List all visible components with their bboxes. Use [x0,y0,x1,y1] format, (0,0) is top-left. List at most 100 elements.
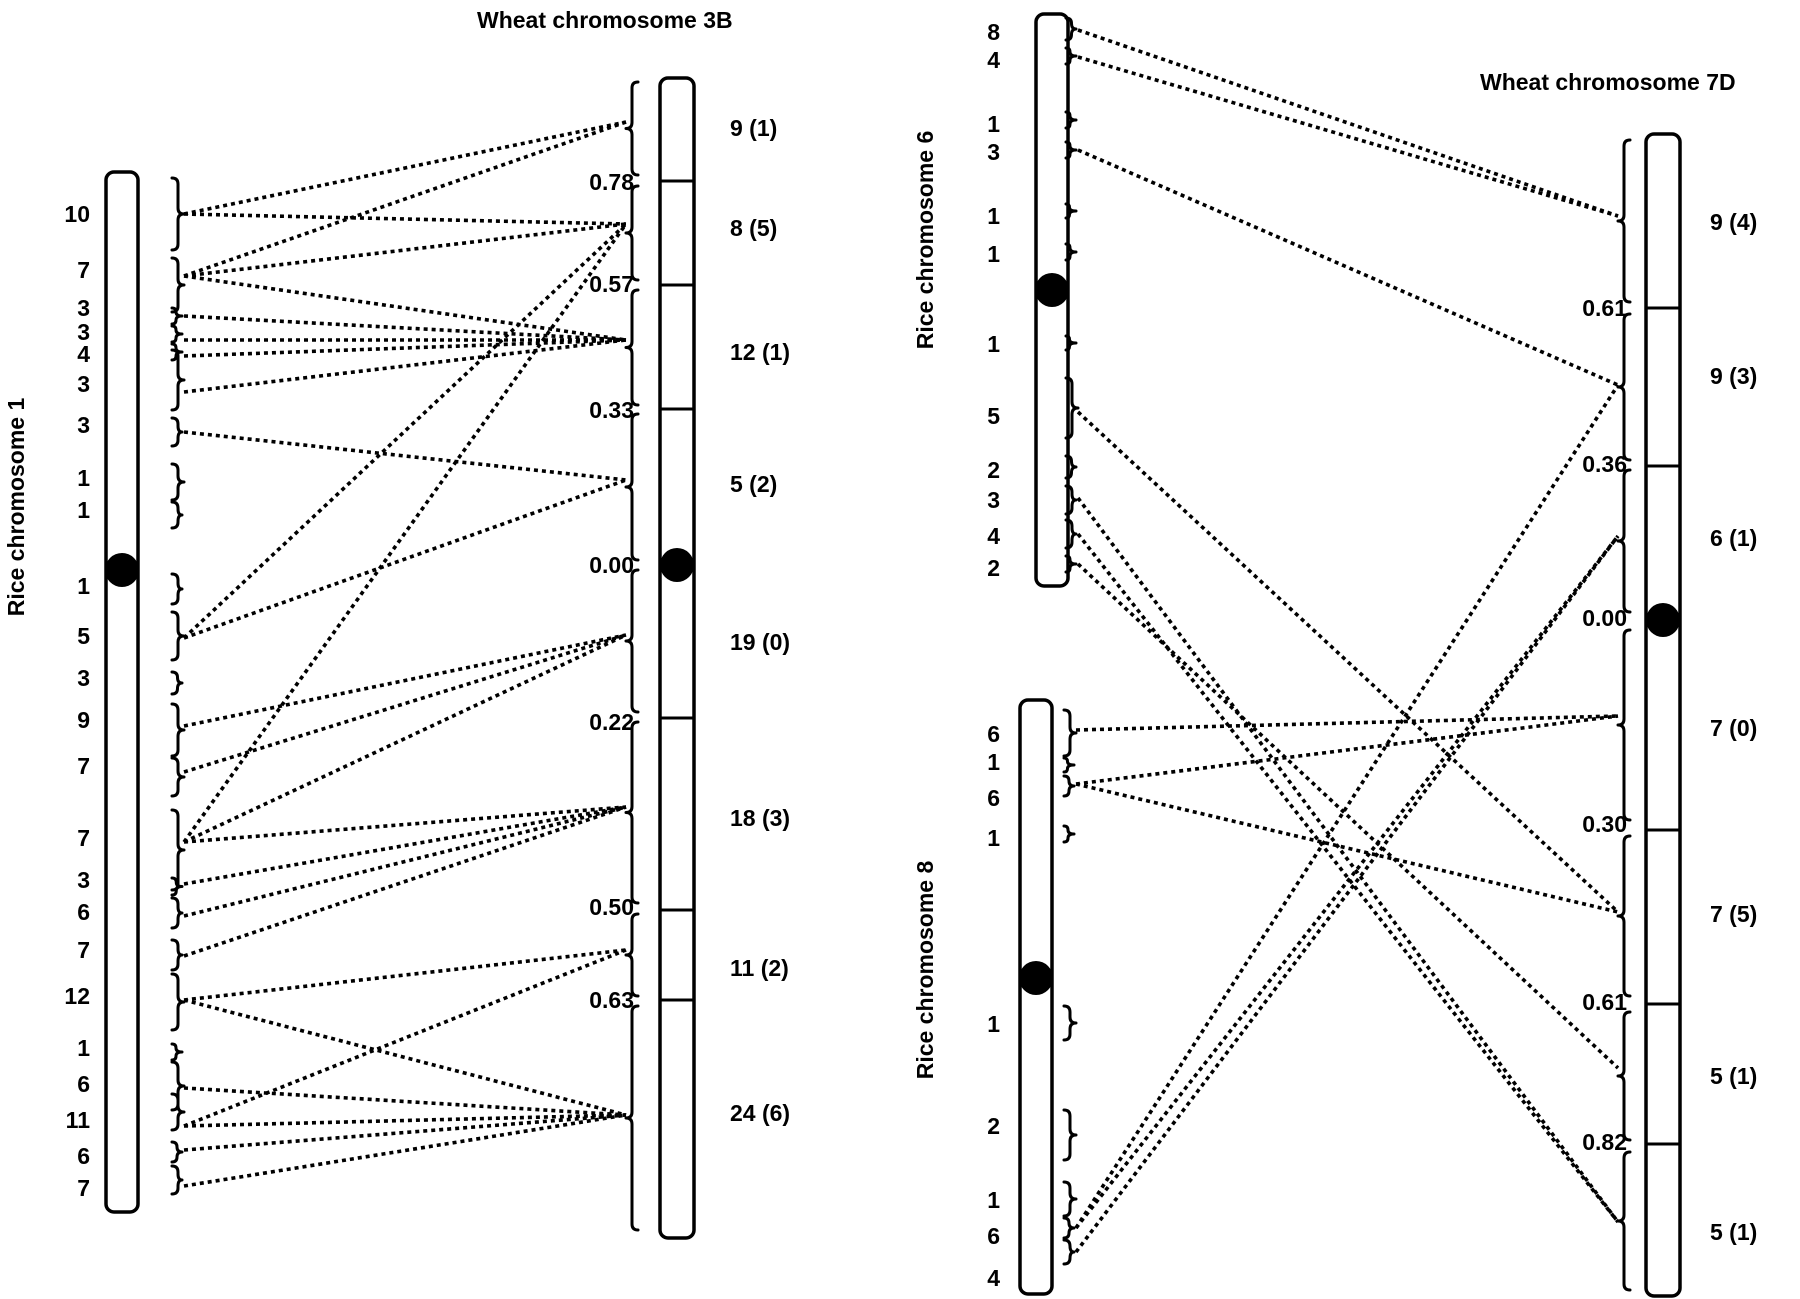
gene-count-label: 7 [77,937,90,963]
gene-count-label: 3 [77,665,90,691]
gene-count-label: 6 [77,899,90,925]
gene-count-label: 3 [77,867,90,893]
chromosome-bar [104,170,140,1214]
gene-group-brace [170,972,186,1032]
synteny-link [1077,28,1619,218]
gene-group-brace [1064,376,1080,440]
bin-gene-count-label: 5 (2) [730,471,777,497]
gene-count-label: 3 [77,295,90,321]
gene-count-label: 2 [987,457,1000,483]
gene-count-label: 11 [66,1107,91,1133]
breakpoint-fraction-label: 0.61 [1582,295,1627,321]
synteny-link [183,338,627,358]
deletion-bin-brace [1616,312,1632,462]
gene-count-label: 7 [77,825,90,851]
synteny-link [1076,562,1620,1070]
bin-gene-count-label: 9 (3) [1710,363,1757,389]
gene-group-brace [170,876,184,897]
deletion-bin-brace [1616,1150,1632,1292]
rice-chromosome-8-title: Rice chromosome 8 [912,861,938,1080]
bin-gene-count-label: 7 (0) [1710,715,1757,741]
gene-group-brace [1062,1238,1076,1266]
centromere-dot [105,553,139,587]
synteny-link [183,314,627,342]
deletion-bin-brace [624,912,640,998]
gene-count-label: 7 [77,1175,90,1201]
synteny-link [183,1086,627,1117]
bin-gene-count-label: 7 (5) [1710,901,1757,927]
gene-count-label: 1 [987,241,1000,267]
synteny-link [1075,782,1619,914]
labels: Rice chromosome 1 Wheat chromosome 3B Ri… [3,7,1736,1079]
gene-group-brace [1062,824,1076,844]
gene-group-brace [170,416,184,448]
bin-gene-count-label: 9 (4) [1710,209,1757,235]
bin-gene-count-label: 6 (1) [1710,525,1757,551]
deletion-bin-brace [624,1004,640,1232]
deletion-bin-brace [624,288,640,407]
gene-count-label: 7 [77,257,90,283]
gene-group-brace [170,342,184,362]
gene-group-brace [170,176,186,252]
synteny-link [183,948,627,1128]
breakpoint-fraction-label: 0.36 [1582,451,1627,477]
chromosome-bar [1018,698,1054,1296]
gene-group-brace [1064,242,1078,262]
synteny-link [1076,410,1620,914]
synteny-link [1075,714,1619,732]
bin-gene-count-label: 11 (2) [730,955,789,981]
gene-count-label: 6 [77,1143,90,1169]
breakpoint-fraction-label: 0.30 [1582,811,1627,837]
bin-gene-count-label: 5 (1) [1710,1219,1757,1245]
bin-gene-count-label: 9 (1) [730,115,777,141]
synteny-link [183,430,627,482]
gene-group-brace [1062,756,1076,774]
gene-group-brace [1062,1004,1078,1042]
gene-group-brace [170,938,184,972]
gene-count-label: 3 [77,371,90,397]
gene-count-label: 1 [987,331,1000,357]
breakpoint-fraction-label: 0.00 [1582,605,1627,631]
synteny-link [1076,496,1620,1224]
wheat-chromosome-3b-title: Wheat chromosome 3B [477,7,733,33]
breakpoint-fraction-label: 0.00 [589,552,634,578]
gene-group-brace [1064,484,1078,516]
gene-count-label: 6 [77,1071,90,1097]
deletion-bin-brace [624,412,640,562]
centromere-dot [1646,603,1680,637]
gene-group-brace [170,756,186,798]
rice-chromosome-1-title: Rice chromosome 1 [3,398,29,617]
synteny-link [183,805,627,886]
breakpoint-fraction-label: 0.82 [1582,1129,1627,1155]
gene-count-label: 10 [64,201,90,227]
gene-count-label: 8 [987,19,1000,45]
deletion-bin-brace [1616,468,1632,614]
gene-count-label: 1 [987,1187,1000,1213]
gene-count-label: 4 [987,1265,1000,1291]
gene-group-brace [1064,518,1078,550]
synteny-link [183,805,627,844]
gene-group-brace [1062,1180,1078,1218]
gene-count-label: 5 [77,623,90,649]
gene-group-brace [1064,16,1078,42]
synteny-link [183,633,627,844]
gene-count-label: 1 [987,1011,1000,1037]
gene-group-brace [170,896,184,930]
synteny-link [182,222,628,844]
gene-group-brace [170,500,184,530]
gene-count-label: 3 [987,139,1000,165]
gene-count-label: 6 [987,721,1000,747]
breakpoint-fraction-label: 0.61 [1582,989,1627,1015]
synteny-link [1077,148,1619,387]
synteny-link [183,120,627,216]
breakpoint-fraction-label: 0.63 [589,987,634,1013]
gene-count-label: 5 [987,403,1000,429]
synteny-link [183,478,627,640]
gene-count-label: 3 [77,319,90,345]
gene-group-brace [1064,554,1078,574]
synteny-link [183,633,627,728]
gene-group-brace [1062,708,1078,758]
